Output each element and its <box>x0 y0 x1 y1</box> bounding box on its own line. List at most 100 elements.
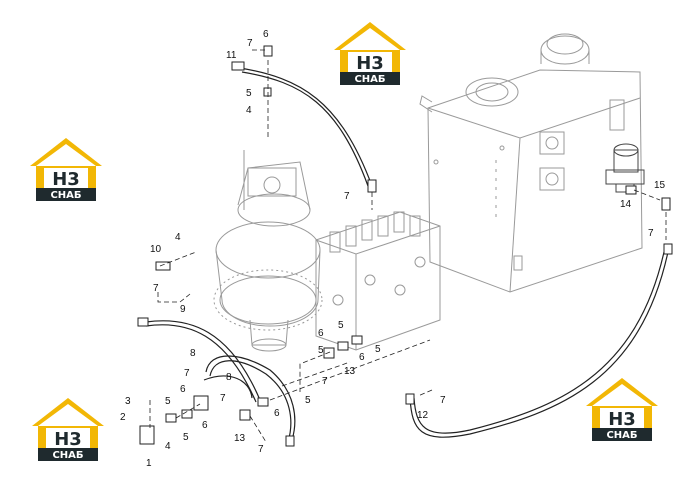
callout-label: 7 <box>648 228 654 239</box>
brand-logo: H3 СНАБ <box>586 378 658 441</box>
tank-drain <box>513 255 523 271</box>
brand-logo: H3 СНАБ <box>334 22 406 85</box>
hose-swing-motor-top <box>239 67 373 187</box>
logo-word: СНАБ <box>52 450 83 461</box>
fitting-6 <box>263 45 273 57</box>
leader-13-7 <box>249 415 267 443</box>
fitting-5-valve <box>337 341 349 351</box>
callout-label: 8 <box>226 372 232 383</box>
hose-9-edge <box>145 324 257 403</box>
tank-corner-edge <box>509 137 521 293</box>
tank-outline <box>427 69 643 293</box>
brand-logo: H3 СНАБ <box>32 398 104 461</box>
fitting-11 <box>231 61 245 71</box>
callout-label: 7 <box>220 393 226 404</box>
fitting-10 <box>155 261 171 271</box>
callouts: 6 7 11 5 4 7 10 4 7 9 8 8 7 6 7 6 3 2 5 … <box>120 29 666 469</box>
callout-label: 6 <box>359 352 365 363</box>
logo-inner <box>44 168 88 188</box>
tank-breather-top <box>546 33 584 55</box>
tank-top-edge <box>427 97 641 139</box>
fitting-hose-end <box>367 179 377 193</box>
swing-motor-valve-block <box>237 161 311 211</box>
logo-word: СНАБ <box>50 190 81 201</box>
valve-spool <box>329 231 341 253</box>
callout-label: 2 <box>120 412 126 423</box>
fitting-14 <box>625 185 637 195</box>
logo-inner <box>46 428 90 448</box>
callout-label: 4 <box>175 232 181 243</box>
logo-band <box>36 188 96 201</box>
callout-label: 6 <box>318 328 324 339</box>
swing-motor-top <box>237 193 311 227</box>
swing-motor-pinion-end <box>251 338 287 352</box>
callout-label: 14 <box>620 199 632 210</box>
callout-label: 6 <box>263 29 269 40</box>
leader-valve-fittings-2 <box>281 361 351 387</box>
swing-motor-housing <box>215 249 321 327</box>
callout-label: 3 <box>125 396 131 407</box>
fitting-5-left <box>165 413 177 423</box>
fitting-5-right <box>257 397 269 407</box>
leader-valve-fittings <box>269 339 431 401</box>
valve-spool <box>361 219 373 241</box>
valve-port <box>414 256 426 268</box>
callout-label: 12 <box>417 410 429 421</box>
swing-motor-pinion <box>249 319 289 346</box>
hoses <box>145 67 669 443</box>
logo-word: СНАБ <box>354 74 385 85</box>
callout-label: 5 <box>338 320 344 331</box>
leader-7-12 <box>417 389 433 397</box>
fitting-13-valve <box>351 335 363 345</box>
fitting-15 <box>661 197 671 211</box>
logo-word: СНАБ <box>606 430 637 441</box>
logo-mark: H3 <box>54 429 82 450</box>
leader-14-15 <box>633 189 661 201</box>
logo-inner <box>348 52 392 72</box>
valve-spool <box>377 215 389 237</box>
callout-label: 10 <box>150 244 162 255</box>
leader-10-4 <box>159 251 197 267</box>
callout-label: 5 <box>375 344 381 355</box>
callout-label: 5 <box>305 395 311 406</box>
callout-label: 11 <box>226 50 237 61</box>
callout-label: 4 <box>246 105 252 116</box>
tank-bracket <box>419 95 433 113</box>
hose-8 <box>205 355 296 441</box>
callout-label: 8 <box>190 348 196 359</box>
valve-spool <box>409 215 421 237</box>
hose-8-short <box>203 375 253 399</box>
hose-12-edge <box>413 251 665 434</box>
callout-label: 7 <box>247 38 253 49</box>
fitting-hose-8-end <box>285 435 295 447</box>
callout-label: 5 <box>183 432 189 443</box>
callout-label: 13 <box>344 366 356 377</box>
swing-motor-flange <box>219 275 317 325</box>
callout-label: 15 <box>654 180 666 191</box>
swing-motor-bolt-circle <box>213 269 323 331</box>
fitting-6-valve <box>323 347 335 359</box>
hose-8-edge <box>209 360 292 443</box>
swing-motor <box>213 150 323 352</box>
callout-label: 6 <box>180 384 186 395</box>
callout-label: 7 <box>184 368 190 379</box>
tank-bolt <box>433 159 439 165</box>
tank-flange-hole <box>545 136 559 150</box>
valve-port <box>394 284 406 296</box>
swing-motor-cover <box>247 167 297 197</box>
fitting-5 <box>263 87 272 97</box>
tank-top-port-inner <box>475 82 509 102</box>
valve-port <box>364 274 376 286</box>
tank-top-port <box>465 77 519 107</box>
tank-flange-hole <box>545 172 559 186</box>
valve-spool <box>393 211 405 233</box>
logo-roof-shape <box>334 22 406 50</box>
callout-label: 7 <box>440 395 446 406</box>
logo-roof-shape <box>30 138 102 166</box>
logo-mark: H3 <box>52 169 80 190</box>
hose-swing-motor-top-edge <box>241 71 369 187</box>
leader-valve-down <box>299 351 331 392</box>
logo-roof-shape <box>32 398 104 426</box>
